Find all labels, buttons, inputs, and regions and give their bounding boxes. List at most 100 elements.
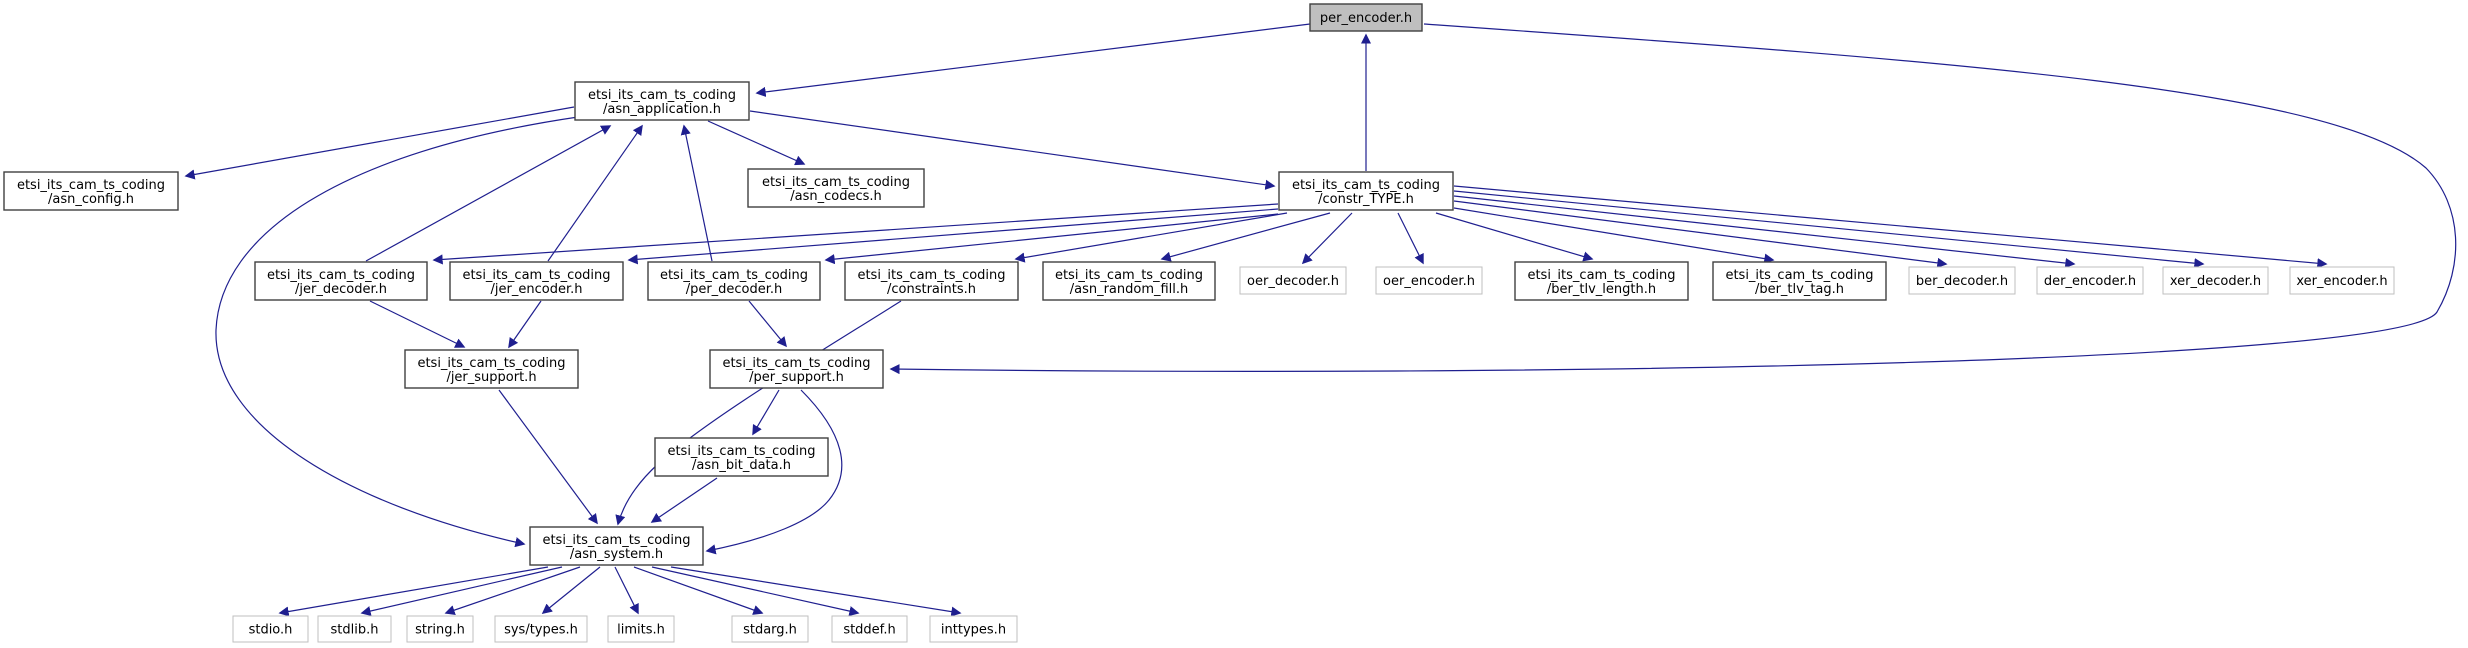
node-constr_TYPE[interactable]: etsi_its_cam_ts_coding/constr_TYPE.h <box>1278 171 1454 211</box>
node-label: etsi_its_cam_ts_coding <box>267 268 415 283</box>
node-label: oer_decoder.h <box>1247 274 1339 289</box>
node-label: etsi_its_cam_ts_coding <box>1725 268 1873 283</box>
node-box <box>731 615 809 643</box>
node-box <box>317 615 392 643</box>
node-per_decoder[interactable]: etsi_its_cam_ts_coding/per_decoder.h <box>647 261 821 301</box>
node-box <box>607 615 675 643</box>
edge-constr_TYPE-jer_encoder <box>627 208 1279 265</box>
edge-constr_TYPE-oer_encoder <box>1397 212 1424 265</box>
node-inttypes[interactable]: inttypes.h <box>929 615 1018 643</box>
node-asn_application[interactable]: etsi_its_cam_ts_coding/asn_application.h <box>574 81 750 121</box>
node-jer_decoder[interactable]: etsi_its_cam_ts_coding/jer_decoder.h <box>254 261 428 301</box>
edge-jer_decoder-jer_support <box>369 300 466 348</box>
node-label: etsi_its_cam_ts_coding <box>462 268 610 283</box>
node-stdlib[interactable]: stdlib.h <box>317 615 392 643</box>
node-box <box>831 615 908 643</box>
node-label: sys/types.h <box>504 623 578 638</box>
node-label: etsi_its_cam_ts_coding <box>762 175 910 190</box>
node-label: /jer_decoder.h <box>295 282 387 297</box>
node-der_encoder[interactable]: der_encoder.h <box>2036 266 2144 295</box>
edge-asn_application-asn_system <box>215 116 579 548</box>
node-label: etsi_its_cam_ts_coding <box>417 356 565 371</box>
node-label: string.h <box>415 623 465 638</box>
node-label: der_encoder.h <box>2044 274 2136 289</box>
edge-asn_bit_data-asn_system <box>650 477 718 523</box>
node-box <box>1309 3 1423 32</box>
node-sys_types[interactable]: sys/types.h <box>494 615 588 643</box>
node-label: /ber_tlv_tag.h <box>1755 282 1844 297</box>
node-box <box>747 168 925 208</box>
edge-per_encoder-asn_application <box>755 23 1311 97</box>
node-oer_decoder[interactable]: oer_decoder.h <box>1239 266 1347 295</box>
node-box <box>2162 266 2269 295</box>
node-label: /jer_support.h <box>446 370 536 385</box>
edge-constr_TYPE-ber_decoder <box>1453 200 1948 268</box>
edge-constr_TYPE-ber_tlv_tag <box>1453 207 1775 264</box>
node-box <box>929 615 1018 643</box>
node-xer_encoder[interactable]: xer_encoder.h <box>2289 266 2395 295</box>
node-asn_codecs[interactable]: etsi_its_cam_ts_coding/asn_codecs.h <box>747 168 925 208</box>
node-stdarg[interactable]: stdarg.h <box>731 615 809 643</box>
edge-asn_system-stddef <box>651 566 860 617</box>
node-label: /asn_system.h <box>570 547 663 562</box>
node-label: /constr_TYPE.h <box>1318 192 1414 207</box>
edge-constr_TYPE-ber_tlv_length <box>1435 212 1594 262</box>
node-box <box>1278 171 1454 211</box>
edge-jer_decoder-asn_application <box>365 125 612 262</box>
node-label: /jer_encoder.h <box>491 282 583 297</box>
node-asn_config[interactable]: etsi_its_cam_ts_coding/asn_config.h <box>3 171 179 211</box>
node-label: etsi_its_cam_ts_coding <box>667 444 815 459</box>
node-jer_encoder[interactable]: etsi_its_cam_ts_coding/jer_encoder.h <box>449 261 624 301</box>
edge-constr_TYPE-constraints <box>1014 212 1288 263</box>
node-box <box>529 526 704 566</box>
node-label: etsi_its_cam_ts_coding <box>1292 178 1440 193</box>
node-per_support[interactable]: etsi_its_cam_ts_coding/per_support.h <box>709 349 884 389</box>
node-box <box>1908 266 2016 295</box>
node-ber_tlv_length[interactable]: etsi_its_cam_ts_coding/ber_tlv_length.h <box>1514 261 1689 301</box>
node-ber_decoder[interactable]: ber_decoder.h <box>1908 266 2016 295</box>
node-string[interactable]: string.h <box>406 615 474 643</box>
node-constraints[interactable]: etsi_its_cam_ts_coding/constraints.h <box>844 261 1019 301</box>
node-label: stddef.h <box>843 623 895 638</box>
node-label: stdlib.h <box>331 623 379 638</box>
node-label: stdarg.h <box>743 623 797 638</box>
node-limits[interactable]: limits.h <box>607 615 675 643</box>
node-label: /asn_bit_data.h <box>692 458 791 473</box>
node-label: /constraints.h <box>887 282 976 297</box>
node-box <box>709 349 884 389</box>
edge-constr_TYPE-oer_decoder <box>1301 212 1353 265</box>
edge-asn_application-asn_codecs <box>707 120 806 166</box>
node-box <box>1712 261 1887 301</box>
node-oer_encoder[interactable]: oer_encoder.h <box>1375 266 1483 295</box>
node-box <box>1375 266 1483 295</box>
edge-asn_system-inttypes <box>670 566 962 617</box>
node-label: stdio.h <box>249 623 293 638</box>
edge-per_decoder-per_support <box>748 300 787 348</box>
node-ber_tlv_tag[interactable]: etsi_its_cam_ts_coding/ber_tlv_tag.h <box>1712 261 1887 301</box>
node-label: etsi_its_cam_ts_coding <box>588 88 736 103</box>
node-asn_system[interactable]: etsi_its_cam_ts_coding/asn_system.h <box>529 526 704 566</box>
node-asn_random_fill[interactable]: etsi_its_cam_ts_coding/asn_random_fill.h <box>1042 261 1216 301</box>
node-box <box>232 615 309 643</box>
edge-asn_application-constr_TYPE <box>749 110 1276 190</box>
edge-constr_TYPE-xer_encoder <box>1453 185 2328 269</box>
node-box <box>254 261 428 301</box>
edge-asn_system-sys_types <box>541 566 601 614</box>
node-box <box>1239 266 1347 295</box>
edge-constraints-asn_system <box>615 300 902 526</box>
node-asn_bit_data[interactable]: etsi_its_cam_ts_coding/asn_bit_data.h <box>654 437 829 477</box>
edge-per_support-asn_bit_data <box>752 389 780 436</box>
node-label: etsi_its_cam_ts_coding <box>857 268 1005 283</box>
edge-asn_system-stdlib <box>360 566 563 617</box>
node-stdio[interactable]: stdio.h <box>232 615 309 643</box>
edge-constr_TYPE-der_encoder <box>1453 195 2076 269</box>
node-xer_decoder[interactable]: xer_decoder.h <box>2162 266 2269 295</box>
node-label: /asn_codecs.h <box>790 189 882 204</box>
node-stddef[interactable]: stddef.h <box>831 615 908 643</box>
node-label: xer_encoder.h <box>2296 274 2387 289</box>
node-jer_support[interactable]: etsi_its_cam_ts_coding/jer_support.h <box>404 349 579 389</box>
edge-asn_system-stdarg <box>633 566 764 615</box>
